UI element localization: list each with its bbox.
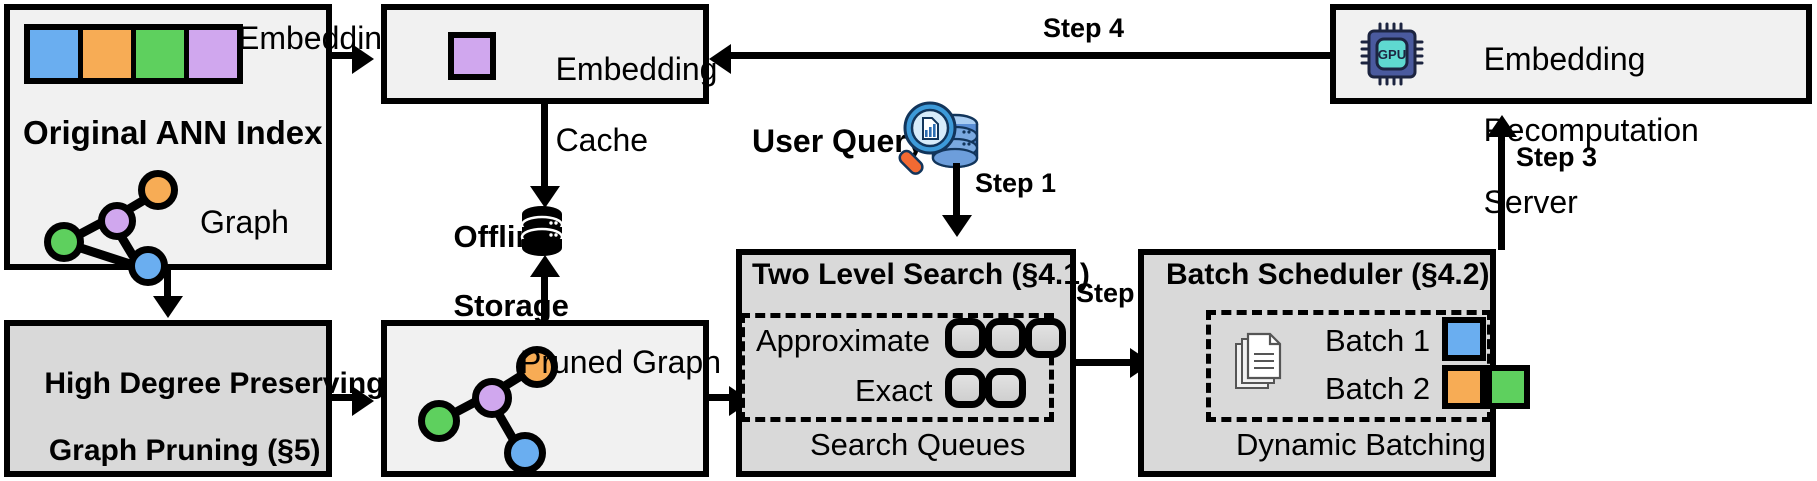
step4-label: Step 4 <box>1043 13 1125 43</box>
graph-pruning-line2: Graph Pruning (§5) <box>48 433 321 467</box>
embedding-cache-line1: Embedding <box>555 50 718 87</box>
recompute-server-line3: Server <box>1483 184 1578 221</box>
embedding-cache-box <box>381 4 709 104</box>
graph-label: Graph <box>200 204 289 240</box>
batch-scheduler-box <box>1138 249 1496 477</box>
dynamic-batching-caption: Dynamic Batching <box>1236 427 1486 462</box>
connector-server-to-cache <box>731 52 1330 59</box>
embedding-cell-orange <box>83 30 136 78</box>
connector-pruned-graph-to-search <box>709 394 736 401</box>
pruned-graph-glyph <box>410 340 558 474</box>
embedding-cell-blue <box>30 30 83 78</box>
two-level-search-box <box>736 249 1076 477</box>
graph-node-blue <box>504 432 546 474</box>
graph-node-purple <box>98 202 136 240</box>
approximate-row-label: Approximate <box>756 323 931 358</box>
graph-node-green <box>418 400 460 442</box>
arrow-index-to-cache <box>352 44 374 74</box>
connector-pruning-to-pruned-graph <box>332 394 359 401</box>
graph-node-orange <box>516 346 558 388</box>
embedding-cell-purple <box>189 30 237 78</box>
recompute-server-line2: Recomputation <box>1483 112 1699 149</box>
approximate-queue-slot <box>985 318 1026 358</box>
arrow-pruning-to-pruned-graph <box>352 386 374 416</box>
embedding-strip <box>24 24 243 84</box>
graph-node-purple <box>472 378 512 418</box>
batch-scheduler-title: Batch Scheduler (§4.2) <box>1166 258 1490 291</box>
search-document-icon <box>898 98 984 178</box>
connector-index-to-pruning <box>164 270 171 301</box>
connector-index-to-cache <box>332 52 359 59</box>
connector-scheduler-to-server <box>1498 132 1505 250</box>
search-queues-dashed-region <box>740 313 1054 422</box>
graph-node-green <box>44 222 84 262</box>
connector-query-to-search <box>953 163 960 221</box>
batch2-swatch-green <box>1486 365 1530 409</box>
connector-pruned-graph-to-storage <box>541 272 548 322</box>
batch2-swatch-orange <box>1442 365 1486 409</box>
gpu-chip-icon: GPU <box>1360 22 1424 86</box>
embedding-cell-green <box>136 30 189 78</box>
arrow-step4 <box>709 44 731 74</box>
arrow-step3 <box>1487 115 1517 137</box>
graph-node-orange <box>138 170 178 210</box>
step3-label: Step 3 <box>1516 142 1598 172</box>
exact-queue-slot <box>945 368 986 408</box>
approximate-queue-slot <box>1025 318 1066 358</box>
recompute-server-title: Embedding Recomputation Server <box>1448 6 1699 257</box>
original-ann-index-title: Original ANN Index <box>23 114 323 151</box>
arrow-step1 <box>942 215 972 237</box>
database-icon <box>520 205 564 257</box>
exact-row-label: Exact <box>855 373 933 408</box>
batch1-label: Batch 1 <box>1325 323 1431 358</box>
graph-pruning-title: High Degree Preserving Graph Pruning (§5… <box>11 333 384 481</box>
batch1-swatch-blue <box>1442 317 1486 361</box>
svg-text:GPU: GPU <box>1378 47 1406 62</box>
graph-pruning-box <box>4 320 332 477</box>
arrow-pruned-graph-to-storage <box>530 255 560 277</box>
embedding-cache-swatch <box>448 32 496 80</box>
two-level-search-title: Two Level Search (§4.1) <box>752 258 1090 291</box>
offline-storage-line2: Storage <box>453 288 569 324</box>
embedding-cache-title: Embedding Cache <box>520 16 718 195</box>
connector-search-to-scheduler <box>1076 359 1138 366</box>
batch2-label: Batch 2 <box>1325 371 1431 406</box>
arrow-index-to-pruning <box>153 296 183 318</box>
documents-stack-icon <box>1232 330 1288 398</box>
pruned-graph-label: Pruned Graph <box>520 344 722 380</box>
recompute-server-line1: Embedding <box>1483 40 1646 77</box>
embedding-cache-line2: Cache <box>555 122 649 159</box>
graph-node-blue <box>128 246 168 286</box>
embedding-label: Embedding <box>238 20 400 56</box>
step1-label: Step 1 <box>975 168 1057 198</box>
exact-queue-slot <box>985 368 1026 408</box>
approximate-queue-slot <box>945 318 986 358</box>
ann-index-graph-glyph <box>40 170 178 286</box>
arrow-cache-to-storage <box>530 186 560 208</box>
search-queues-caption: Search Queues <box>810 427 1026 462</box>
connector-cache-to-storage <box>541 104 548 192</box>
